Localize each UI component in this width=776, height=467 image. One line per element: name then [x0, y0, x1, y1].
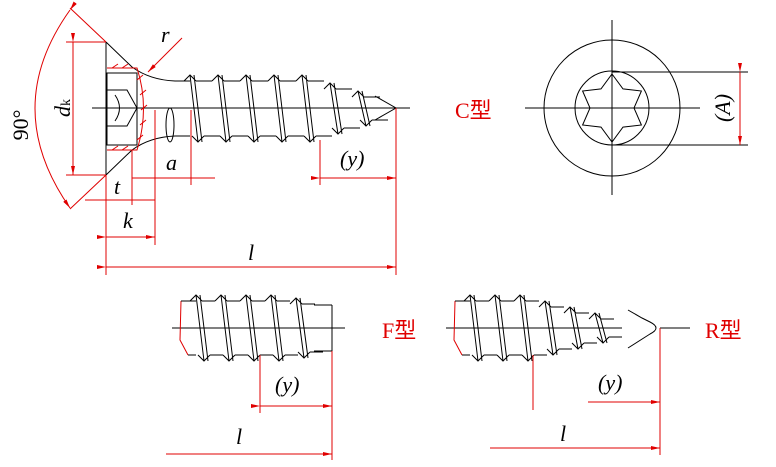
thread-turn	[264, 294, 298, 362]
thread-turn	[513, 294, 547, 362]
r-l-label: l	[560, 421, 566, 446]
thread-turn	[211, 74, 248, 143]
angle-dimension	[34, 1, 77, 209]
y-label: (y)	[340, 146, 364, 171]
r-label: r	[161, 22, 170, 47]
hexalobular-recess	[581, 73, 643, 143]
f-y-label: (y)	[275, 372, 299, 397]
thread-start	[165, 107, 175, 143]
head-cone-top	[105, 41, 190, 82]
k-label: k	[123, 208, 134, 233]
svg-text:dk: dk	[50, 99, 75, 117]
recess-size-label: (A)	[710, 94, 735, 122]
thread-turn	[588, 312, 622, 344]
thread-turn	[239, 74, 276, 143]
thread-turn	[289, 297, 323, 359]
radius-leader	[147, 37, 183, 73]
l-label: l	[248, 240, 254, 265]
thread-turn	[538, 300, 572, 356]
head-cone-bottom	[105, 135, 190, 176]
cross-recess	[106, 63, 148, 151]
f-type-label: F型	[382, 318, 416, 343]
thread-turn	[295, 74, 332, 143]
thread-turn	[189, 294, 223, 362]
a-label: a	[166, 150, 177, 175]
r-type-label: R型	[705, 318, 742, 343]
angle-label: 90°	[8, 110, 33, 141]
main-screw-view: 90° dk r t k a (y) l	[8, 1, 410, 275]
r-type-view: (y) l R型	[446, 294, 742, 455]
thread-main	[183, 74, 388, 143]
thread-turn	[351, 90, 388, 127]
thread-turn	[563, 306, 597, 350]
thread-turn	[183, 74, 220, 143]
thread-turn	[323, 82, 360, 135]
thread-turn	[239, 294, 273, 362]
thread-turn	[463, 294, 497, 362]
r-y-label: (y)	[598, 370, 622, 395]
c-type-label: C型	[455, 98, 492, 123]
f-type-view: (y) l F型	[166, 294, 416, 460]
thread-turn	[488, 294, 522, 362]
recess-hatch	[107, 67, 144, 151]
thread-turn	[267, 74, 304, 143]
f-l-label: l	[236, 424, 242, 449]
dk-subscript: k	[59, 99, 74, 106]
c-type-end-view: (A) C型	[455, 20, 748, 195]
r-tip	[627, 309, 657, 349]
thread-turn	[214, 294, 248, 362]
t-label: t	[114, 174, 121, 199]
dk-label: d	[50, 105, 75, 117]
